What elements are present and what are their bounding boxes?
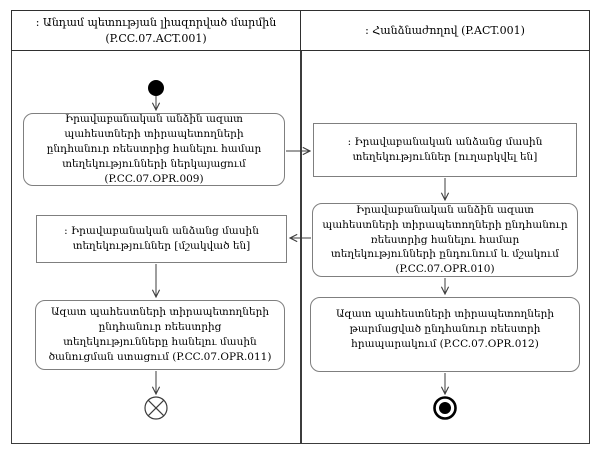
object-node-info-processed: : Իրավաբանական անձանց մասին տեղեկություն…: [36, 215, 287, 263]
action-label: Իրավաբանական անձին ազատ պահեստների տիրապ…: [322, 203, 568, 276]
lane-code: (P.CC.07.ACT.001): [105, 31, 207, 45]
action-node-opr010: Իրավաբանական անձին ազատ պահեստների տիրապ…: [312, 203, 578, 277]
object-node-info-sent: : Իրավաբանական անձանց մասին տեղեկություն…: [313, 123, 577, 177]
action-label: Ազատ պահեստների տիրապետողների թարմացված …: [335, 308, 554, 350]
action-node-opr012: Ազատ պահեստների տիրապետողների թարմացված …: [310, 297, 580, 372]
object-label: : Իրավաբանական անձանց մասին տեղեկություն…: [64, 225, 259, 252]
action-label: Իրավաբանական անձին ազատ պահեստների տիրապ…: [46, 113, 262, 185]
swimlane-header-commission: : Հանձնաժողով (P.ACT.001): [300, 10, 590, 51]
action-node-opr011: Ազատ պահեստների տիրապետողների ընդհանուր …: [35, 300, 285, 370]
swimlane-divider: [300, 10, 302, 444]
action-node-opr009: Իրավաբանական անձին ազատ պահեստների տիրապ…: [23, 113, 285, 186]
object-label: : Իրավաբանական անձանց մասին տեղեկություն…: [347, 136, 543, 163]
action-label: Ազատ պահեստների տիրապետողների ընդհանուր …: [48, 306, 272, 363]
swimlane-header-member-state-authority: : Անդամ պետության լիազորված մարմին (P.CC…: [11, 10, 301, 51]
lane-title: : Անդամ պետության լիազորված մարմին: [35, 16, 277, 30]
lane-title: : Հանձնաժողով (P.ACT.001): [365, 23, 525, 37]
